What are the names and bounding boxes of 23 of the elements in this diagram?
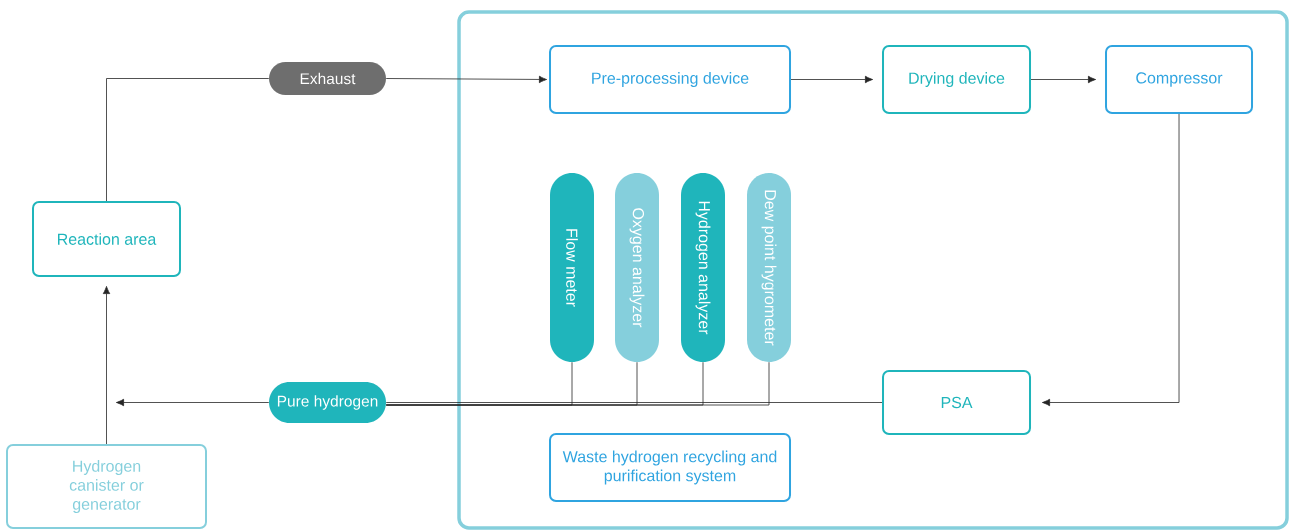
sensor-pill: Oxygen analyzer: [615, 173, 659, 362]
process-box: Drying device: [882, 45, 1031, 114]
system-label-box: Waste hydrogen recycling and purification system: [549, 433, 791, 502]
arrow: [102, 286, 111, 445]
source-box: Hydrogen canister or generator: [6, 444, 207, 529]
sensor-pill: Hydrogen analyzer: [681, 173, 725, 362]
stream-label-pill: Pure hydrogen: [269, 382, 386, 423]
connector-line: [106, 78, 270, 202]
connector-line: [385, 402, 883, 403]
sensor-pill: Flow meter: [550, 173, 594, 362]
sensor-tap-line: [385, 361, 770, 406]
arrow: [385, 75, 547, 84]
system-frame: [457, 10, 1289, 530]
process-box: Pre-processing device: [549, 45, 791, 114]
arrow: [116, 398, 270, 407]
stream-label-pill: Exhaust: [269, 62, 386, 95]
sensor-pill: Dew point hygrometer: [747, 173, 791, 362]
arrow: [1030, 75, 1096, 84]
process-box: Reaction area: [32, 201, 181, 277]
process-box: Compressor: [1105, 45, 1253, 114]
arrow: [1042, 113, 1180, 407]
arrow: [790, 75, 873, 84]
process-box: PSA: [882, 370, 1031, 435]
